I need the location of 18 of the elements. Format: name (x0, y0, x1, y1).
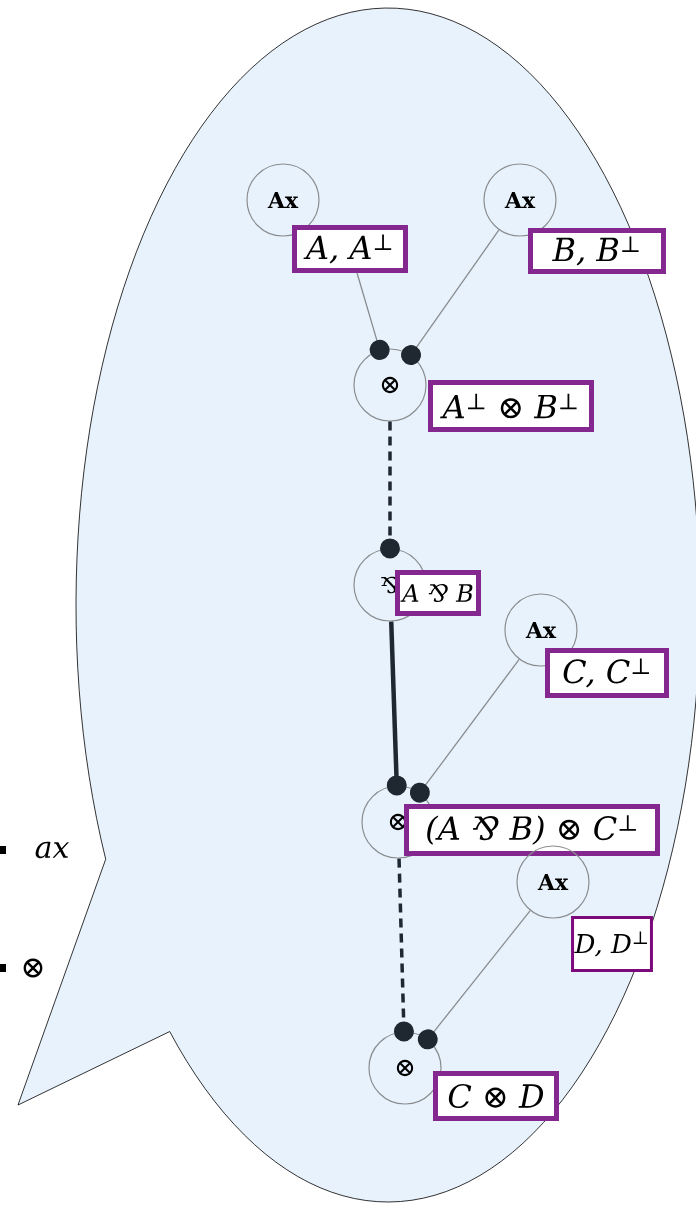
connector (386, 621, 407, 796)
connector (401, 229, 500, 366)
formula-box: A ⅋ B (395, 570, 481, 616)
speech-bubble (17, 7, 696, 1203)
formula-box: (A ⅋ B) ⊗ C$^{⊥}$ (404, 804, 660, 856)
formula-box: C ⊗ D (433, 1071, 559, 1121)
connector (417, 910, 531, 1050)
connector (393, 858, 414, 1042)
formula-box: D, D$^{⊥}$ (571, 916, 653, 972)
legend-text: ax (35, 841, 69, 859)
connector (380, 421, 400, 559)
formula-box: B, B$^{⊥}$ (528, 228, 666, 274)
legend-text: ⊗ (23, 958, 43, 978)
formula-box: C, C$^{⊥}$ (545, 648, 669, 698)
connector (409, 658, 520, 803)
formula-box: A$^{⊥}$ ⊗ B$^{⊥}$ (428, 380, 594, 432)
connector (356, 272, 390, 360)
formula-box: A, A$^{⊥}$ (292, 225, 408, 273)
